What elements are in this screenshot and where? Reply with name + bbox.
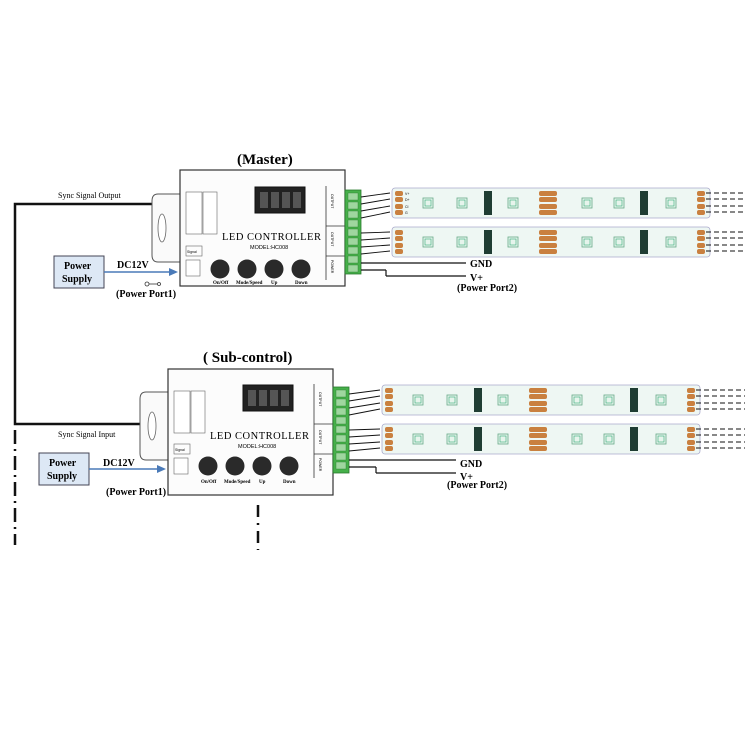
master-btn-label-mode: Mode/Speed [236, 281, 263, 286]
master-mount-bracket [151, 193, 181, 263]
sub-psu-line1: Power [49, 458, 77, 469]
sub-power-supply: Power Supply [38, 452, 90, 486]
master-strip-continuation [706, 192, 745, 252]
master-model-text: MODEL:HC008 [250, 245, 288, 251]
sub-output-tag-1: OUTPUT [318, 392, 322, 407]
master-btn-label-onoff: On/Off [213, 281, 229, 286]
master-down-button[interactable] [291, 259, 311, 279]
master-up-button[interactable] [264, 259, 284, 279]
sub-psu-line2: Supply [47, 471, 77, 482]
master-title: (Master) [237, 152, 293, 168]
master-sync-label: Sync Signal Output [58, 191, 121, 200]
sub-power-tag: POWER [318, 458, 322, 472]
sub-btn-label-down: Down [283, 480, 296, 485]
master-power-port2: (Power Port2) [457, 283, 517, 294]
sub-title: ( Sub-control) [203, 350, 292, 366]
sub-dc-label: DC12V [103, 458, 135, 469]
master-psu-line2: Supply [62, 274, 92, 285]
master-signal-tag: Signal [187, 250, 197, 254]
master-gnd-label: GND [470, 259, 492, 270]
master-power-port2-wires [361, 262, 466, 277]
strip-pad-label-g: G [405, 211, 408, 215]
sub-btn-label-mode: Mode/Speed [224, 480, 251, 485]
master-btn-label-up: Up [271, 281, 278, 286]
master-psu-line1: Power [64, 261, 92, 272]
sub-model-text: MODEL:HC008 [238, 444, 276, 450]
sub-controller: Signal LED CONTROLLER MODEL:HC008 On/Off… [167, 368, 334, 496]
sub-mode-button[interactable] [225, 456, 245, 476]
sub-mount-bracket [139, 391, 169, 461]
sub-down-button[interactable] [279, 456, 299, 476]
master-dc-label: DC12V [117, 260, 149, 271]
master-terminal-block [344, 189, 362, 275]
master-led-strip-1: V+ D+ CI G [391, 187, 711, 219]
master-power-port1: (Power Port1) [116, 289, 176, 300]
sub-led-strip-1 [381, 384, 701, 416]
strip-pad-label-dplus: D+ [405, 198, 410, 202]
sub-controller-text: LED CONTROLLER [210, 431, 309, 442]
master-output-tag-1: OUTPUT [330, 194, 334, 209]
sub-strip-continuation [696, 389, 745, 449]
strip-pad-label-vplus: V+ [405, 192, 409, 196]
master-strip-wires [360, 192, 391, 255]
sub-vplus-label: V+ [460, 472, 473, 483]
sub-up-button[interactable] [252, 456, 272, 476]
sub-power-port2: (Power Port2) [447, 480, 507, 491]
sub-led-strip-2 [381, 423, 701, 455]
strip-pad-label-ci: CI [405, 205, 409, 209]
master-power-supply: Power Supply [53, 255, 105, 289]
master-controller-text: LED CONTROLLER [222, 232, 321, 243]
master-led-strip-2 [391, 226, 711, 258]
sub-terminal-block [332, 386, 350, 474]
sub-power-port1: (Power Port1) [106, 487, 166, 498]
master-controller: Signal LED CONTROLLER MODEL:HC008 On/Off… [179, 169, 346, 287]
sub-gnd-label: GND [460, 459, 482, 470]
sub-power-port2-wires [349, 459, 456, 474]
sync-signal-wire [13, 202, 260, 550]
master-plug-icon [144, 281, 161, 287]
sub-btn-label-up: Up [259, 480, 266, 485]
master-vplus-label: V+ [470, 273, 483, 284]
master-output-tag-2: OUTPUT [330, 232, 334, 247]
master-btn-label-down: Down [295, 281, 308, 286]
sub-onoff-button[interactable] [198, 456, 218, 476]
master-onoff-button[interactable] [210, 259, 230, 279]
master-power-tag: POWER [330, 260, 334, 274]
sub-output-tag-2: OUTPUT [318, 430, 322, 445]
sub-btn-label-onoff: On/Off [201, 480, 217, 485]
sub-signal-tag: Signal [175, 448, 185, 452]
master-mode-button[interactable] [237, 259, 257, 279]
sub-sync-label: Sync Signal Input [58, 430, 116, 439]
sub-strip-wires [348, 389, 381, 452]
